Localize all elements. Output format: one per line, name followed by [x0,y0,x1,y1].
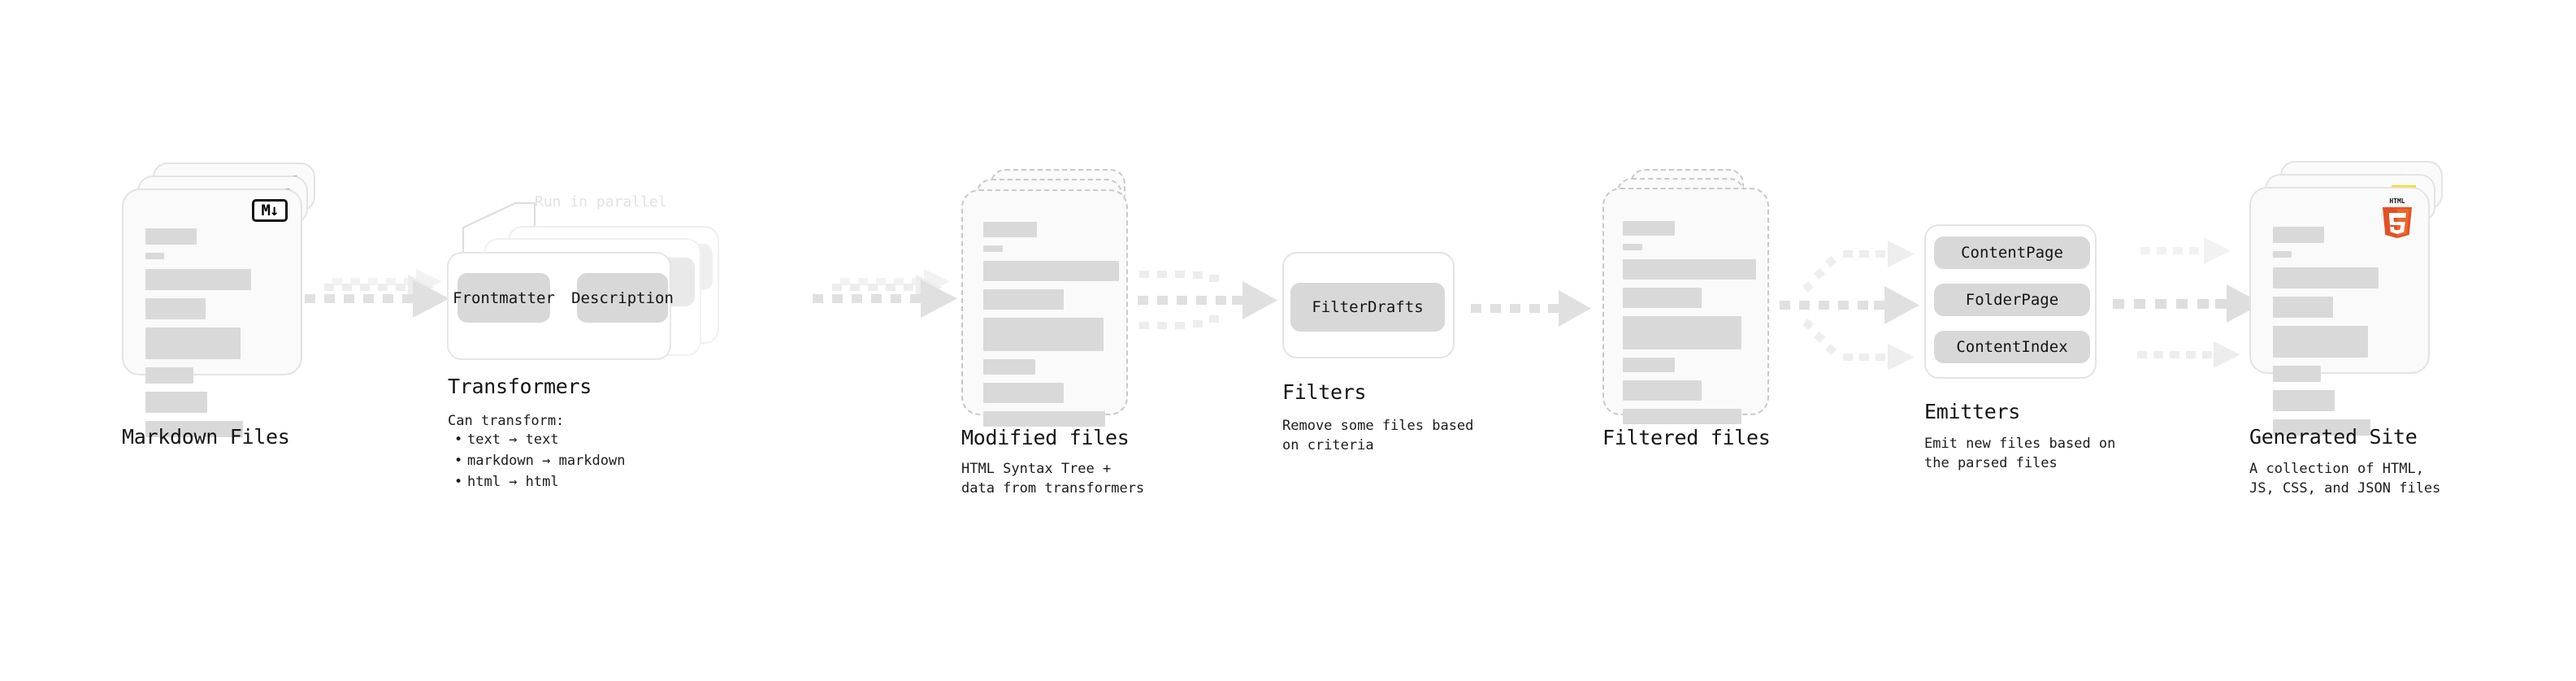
card-skeleton [145,228,280,445]
skeleton-bar [2273,366,2321,382]
skeleton-bar [1623,221,1675,236]
skeleton-bar [145,228,197,245]
caption-filters-title: Filters [1282,380,1367,404]
site-card-front: HTML [2249,187,2430,436]
markdown-icon: M↓ [252,199,288,222]
filters-panel: FilterDrafts [1282,252,1455,358]
svg-text:HTML: HTML [2389,197,2405,205]
skeleton-bar [1623,316,1741,349]
markdown-card-front: M↓ [122,189,302,437]
arrow-filters-to-filtered [1471,281,1593,346]
skeleton-bar [1623,244,1642,250]
run-in-parallel-label: Run in parallel [535,193,667,210]
caption-markdown-files-title: Markdown Files [122,425,290,449]
skeleton-bar [983,359,1035,375]
caption-filtered-files-title: Filtered files [1602,426,1771,449]
card-skeleton [2273,227,2407,444]
run-in-parallel-bracket [462,202,536,252]
skeleton-bar [145,367,193,384]
skeleton-bar [145,327,241,359]
skeleton-bar [983,222,1037,237]
caption-filters-subtitle: Remove some files based on criteria [1282,418,1474,453]
caption-modified-files-subtitle: HTML Syntax Tree + data from transformer… [961,461,1145,497]
chip-description[interactable]: Description [571,273,674,323]
chip-contentpage[interactable]: ContentPage [1934,236,2090,269]
skeleton-bar [1623,288,1702,308]
transformers-bullet-item: markdown → markdown [448,450,625,471]
skeleton-bar [145,253,164,259]
arrow-modified-to-filters [1138,260,1284,349]
skeleton-bar [1623,259,1756,280]
markdown-icon-label: M↓ [261,201,280,219]
transformers-bullet-list: text → text markdown → markdown html → h… [448,429,625,492]
html5-icon: HTML [2383,197,2412,238]
chip-folderpage[interactable]: FolderPage [1934,284,2090,316]
arrow-md-to-transformers [305,268,451,341]
skeleton-bar [983,289,1064,310]
skeleton-bar [983,383,1064,403]
caption-transformers-title: Transformers [448,375,592,398]
skeleton-bar [2273,297,2333,318]
caption-emitters-title: Emitters [1924,400,2021,423]
arrow-filtered-to-emitters [1780,231,1934,385]
skeleton-bar [1623,358,1675,372]
skeleton-bar [983,245,1003,252]
caption-generated-site-subtitle: A collection of HTML, JS, CSS, and JSON … [2249,461,2441,497]
skeleton-bar [2273,227,2324,243]
chip-contentindex[interactable]: ContentIndex [1934,331,2090,363]
skeleton-bar [145,421,243,437]
skeleton-bar [2273,267,2379,288]
skeleton-bar [983,261,1119,281]
caption-transformers-subtitle: Can transform: [448,413,565,429]
chip-frontmatter[interactable]: Frontmatter [453,273,555,323]
skeleton-bar [145,269,251,290]
transformer-panel-front: Frontmatter Description [447,252,674,360]
card-skeleton [1623,221,1756,432]
skeleton-bar [145,298,206,319]
arrow-transformers-to-modified [813,268,959,341]
modified-card-front [961,189,1128,427]
skeleton-bar [2273,419,2370,436]
transformers-bullet-item: text → text [448,429,625,450]
caption-emitters-subtitle: Emit new files based on the parsed files [1924,436,2116,471]
skeleton-bar [2273,251,2292,258]
transformers-bullet-item: html → html [448,471,625,492]
skeleton-bar [1623,380,1702,401]
chip-filterdrafts[interactable]: FilterDrafts [1290,283,1445,332]
skeleton-bar [2273,326,2368,358]
card-skeleton [983,222,1119,435]
filtered-card-front [1602,188,1769,424]
skeleton-bar [2273,390,2335,411]
skeleton-bar [1623,409,1741,424]
skeleton-bar [145,392,207,413]
caption-generated-site-title: Generated Site [2249,425,2418,449]
caption-modified-files-title: Modified files [961,426,1130,449]
skeleton-bar [983,318,1104,351]
emitters-panel: ContentPage FolderPage ContentIndex [1924,224,2097,379]
skeleton-bar [983,411,1105,427]
arrow-emitters-to-site [2113,231,2267,385]
